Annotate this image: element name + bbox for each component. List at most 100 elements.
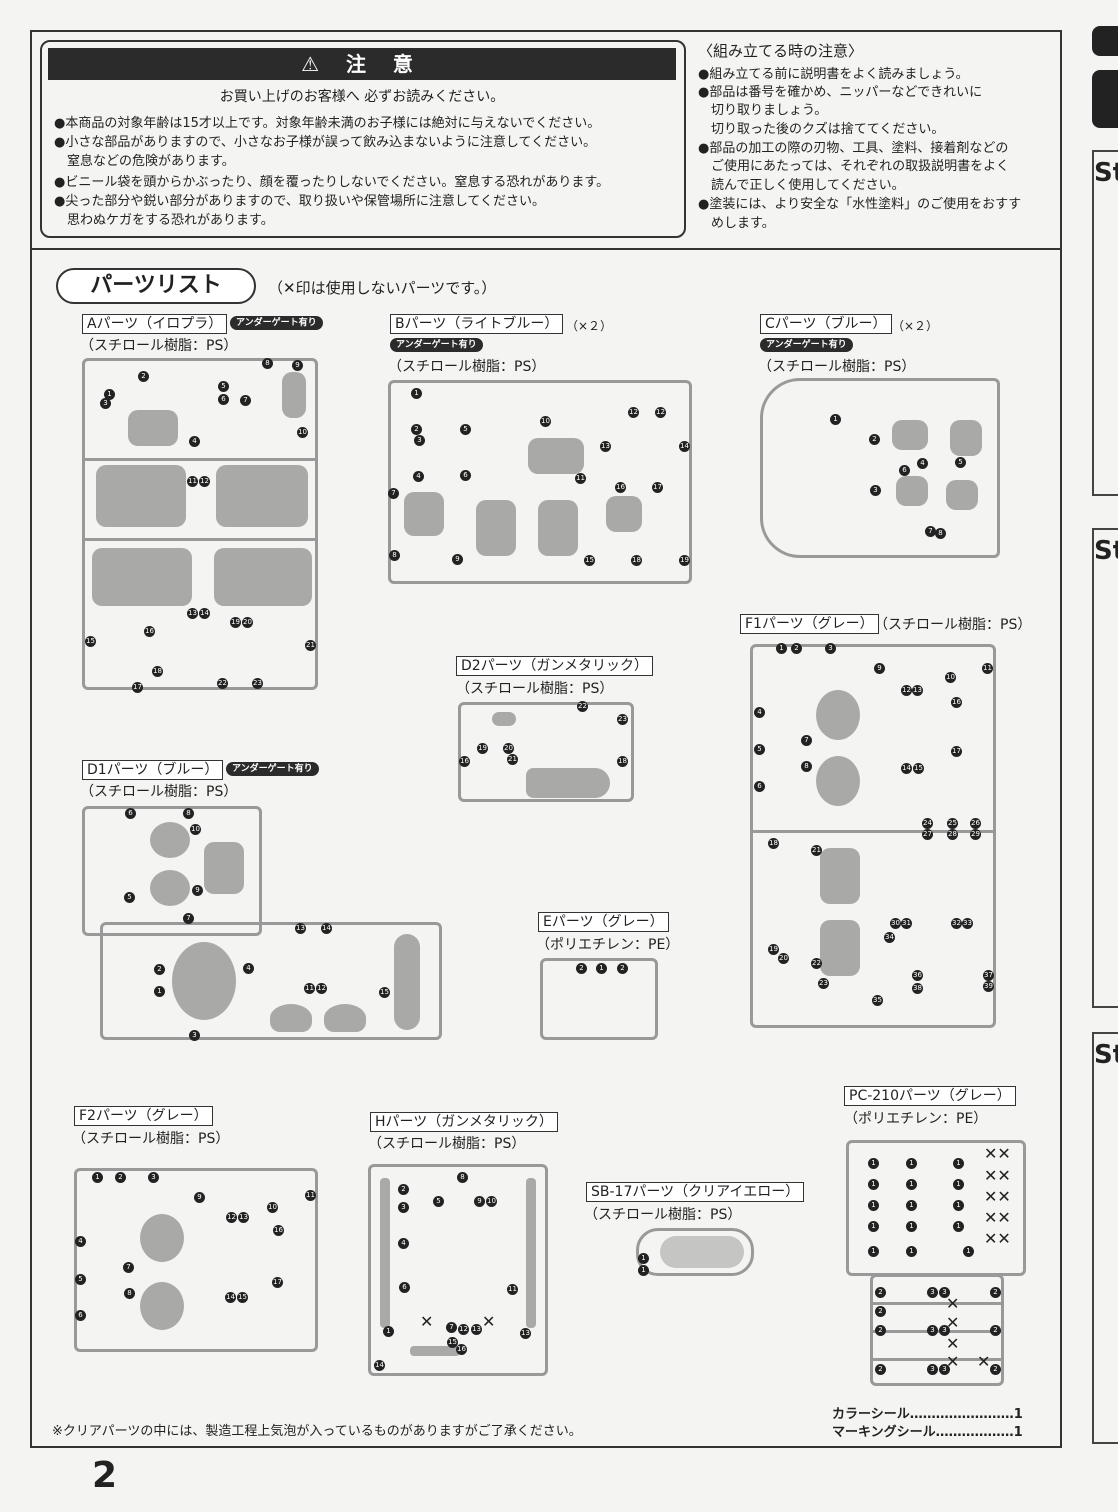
part-number: 13: [295, 923, 306, 934]
part-number: 2: [138, 371, 149, 382]
part-number: 35: [872, 995, 883, 1006]
part-number: 17: [132, 682, 143, 693]
part-number: 2: [398, 1184, 409, 1195]
part-number: 12: [316, 983, 327, 994]
part-number: 1: [154, 986, 165, 997]
part-number: 11: [187, 476, 198, 487]
part-label-sb17: SB-17パーツ（クリアイエロー）: [586, 1182, 805, 1202]
part-number: 33: [962, 918, 973, 929]
part-number: 2: [875, 1325, 886, 1336]
part-number: 13: [238, 1212, 249, 1223]
part-number: 12: [226, 1212, 237, 1223]
part-label-d2: D2パーツ（ガンメタリック）: [456, 656, 653, 676]
part-material-e: （ポリエチレン：PE）: [536, 937, 680, 953]
part-number: 10: [486, 1196, 497, 1207]
part-number: 23: [617, 714, 628, 725]
part-number: 6: [75, 1310, 86, 1321]
part-material-h: （スチロール樹脂：PS）: [368, 1136, 526, 1152]
part-number: 15: [913, 763, 924, 774]
part-piece: [204, 842, 244, 894]
part-label-a: Aパーツ（イロプラ）: [82, 314, 228, 334]
part-number: 3: [414, 435, 425, 446]
under-gate-badge: アンダーゲート有り: [760, 338, 853, 352]
part-piece: [476, 500, 516, 556]
part-piece: [538, 500, 578, 556]
part-number: 14: [374, 1360, 385, 1371]
part-number: 2: [875, 1306, 886, 1317]
part-number: 2: [791, 643, 802, 654]
part-number: 8: [124, 1288, 135, 1299]
unused-mark: ✕✕: [984, 1144, 1011, 1163]
part-piece: [526, 768, 610, 798]
part-label-h: Hパーツ（ガンメタリック）: [370, 1112, 558, 1132]
part-number: 20: [778, 953, 789, 964]
part-number: 4: [75, 1236, 86, 1247]
part-number: 29: [970, 829, 981, 840]
part-piece: [394, 934, 420, 1030]
part-material-sb17: （スチロール樹脂：PS）: [584, 1207, 742, 1223]
part-number: 6: [460, 470, 471, 481]
part-number: 13: [600, 441, 611, 452]
part-number: 14: [679, 441, 690, 452]
part-number: 1: [596, 963, 607, 974]
part-number: 1: [906, 1221, 917, 1232]
unused-mark: ✕: [420, 1312, 434, 1331]
part-number: 23: [818, 978, 829, 989]
part-piece: [92, 548, 192, 606]
under-gate-badge: アンダーゲート有り: [230, 316, 323, 330]
part-number: 3: [927, 1287, 938, 1298]
part-number: 12: [458, 1324, 469, 1335]
parts-list-note: （✕印は使用しないパーツです。）: [268, 279, 497, 297]
part-number: 17: [652, 482, 663, 493]
part-number: 1: [104, 389, 115, 400]
part-number: 23: [252, 678, 263, 689]
part-label-b: Bパーツ（ライトブルー）: [390, 314, 564, 334]
runner-bar: [870, 1358, 1004, 1361]
part-number: 20: [503, 743, 514, 754]
part-number: 15: [85, 636, 96, 647]
part-number: 5: [433, 1196, 444, 1207]
part-piece: [270, 1004, 312, 1032]
part-number: 16: [144, 626, 155, 637]
part-piece: [282, 372, 306, 418]
warning-line: 窒息などの危険があります。: [54, 154, 235, 169]
part-number: 5: [955, 457, 966, 468]
part-label-pc210: PC-210パーツ（グレー）: [844, 1086, 1016, 1106]
part-number: 7: [240, 395, 251, 406]
part-number: 11: [305, 1190, 316, 1201]
part-number: 8: [935, 528, 946, 539]
part-number: 10: [190, 824, 201, 835]
part-number: 10: [297, 427, 308, 438]
part-piece: [816, 690, 860, 740]
part-number: 3: [100, 398, 111, 409]
part-number: 3: [927, 1325, 938, 1336]
part-piece: [492, 712, 516, 726]
part-number: 2: [576, 963, 587, 974]
under-gate-badge: アンダーゲート有り: [390, 338, 483, 352]
runner-d2: [458, 702, 634, 802]
part-number: 1: [92, 1172, 103, 1183]
unused-mark: ✕✕: [984, 1229, 1011, 1248]
part-number: 12: [655, 407, 666, 418]
part-material-f2: （スチロール樹脂：PS）: [72, 1131, 230, 1147]
part-number: 14: [199, 608, 210, 619]
assembly-note-line: 切り取った後のクズは捨ててください。: [698, 122, 945, 137]
under-gate-badge: アンダーゲート有り: [226, 762, 319, 776]
part-number: 16: [273, 1225, 284, 1236]
part-number: 15: [379, 987, 390, 998]
part-number: 4: [398, 1238, 409, 1249]
part-material-c: （スチロール樹脂：PS）: [758, 359, 916, 375]
unused-mark: ✕✕: [984, 1166, 1011, 1185]
part-number: 6: [125, 808, 136, 819]
part-number: 12: [199, 476, 210, 487]
part-number: 30: [890, 918, 901, 929]
part-number: 6: [754, 781, 765, 792]
page-number: 2: [92, 1455, 118, 1496]
side-step-box: [1092, 528, 1118, 1008]
part-number: 19: [230, 617, 241, 628]
part-number: 8: [389, 550, 400, 561]
part-number: 32: [951, 918, 962, 929]
part-number: 3: [939, 1325, 950, 1336]
part-number: 10: [540, 416, 551, 427]
part-number: 18: [152, 666, 163, 677]
